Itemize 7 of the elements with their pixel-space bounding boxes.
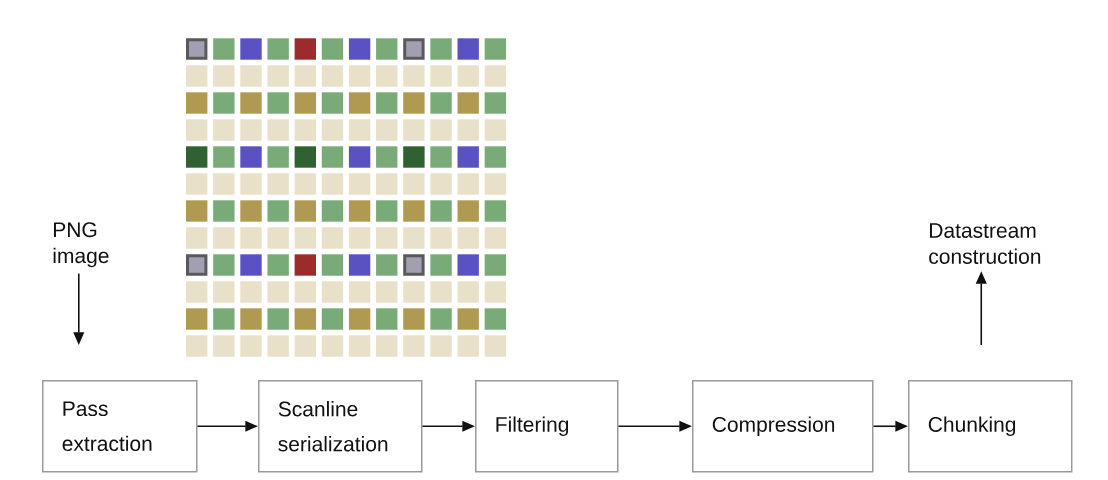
process-box: Chunking	[908, 380, 1073, 473]
process-box: Scanline serialization	[258, 380, 423, 473]
input-label: PNG image	[53, 222, 109, 268]
process-box: Pass extraction	[42, 380, 198, 473]
output-label: Datastream construction	[929, 223, 1041, 264]
process-box: Filtering	[475, 380, 619, 473]
process-box: Compression	[692, 380, 874, 473]
